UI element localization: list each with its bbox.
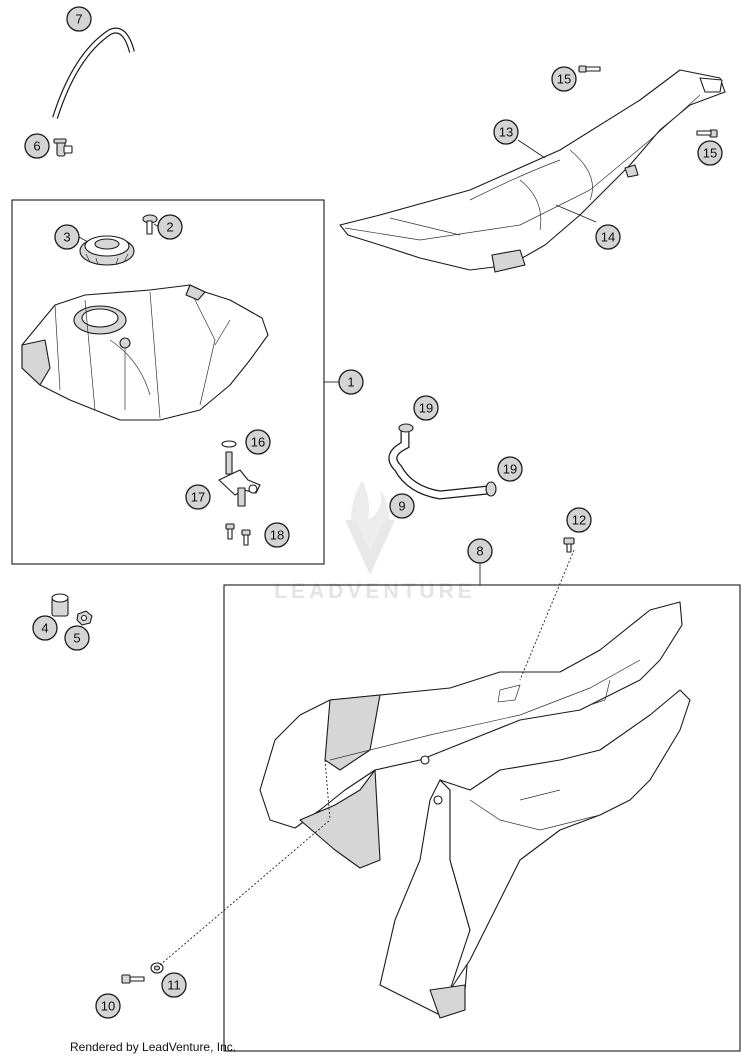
seat-bolt-part[interactable] xyxy=(696,129,718,138)
callout-3[interactable]: 3 xyxy=(54,224,80,250)
leadventure-watermark: LEADVENTURE xyxy=(274,480,476,603)
svg-text:10: 10 xyxy=(101,999,115,1014)
o-ring-part[interactable] xyxy=(221,440,237,448)
callout-2[interactable]: 2 xyxy=(157,214,183,240)
watermark-text: LEADVENTURE xyxy=(274,580,476,603)
footer-credit: Rendered by LeadVenture, Inc. xyxy=(70,1040,237,1054)
callout-16[interactable]: 16 xyxy=(245,429,271,455)
vent-hose-part[interactable] xyxy=(52,27,135,119)
callout-7[interactable]: 7 xyxy=(66,6,92,32)
svg-text:1: 1 xyxy=(347,375,354,390)
panel-screw-part[interactable] xyxy=(121,974,145,984)
callout-9[interactable]: 9 xyxy=(389,493,415,519)
svg-text:13: 13 xyxy=(499,125,513,140)
callout-4[interactable]: 4 xyxy=(32,615,58,641)
svg-text:5: 5 xyxy=(73,631,80,646)
svg-text:12: 12 xyxy=(572,513,586,528)
svg-text:8: 8 xyxy=(476,544,483,559)
panel-screw-part[interactable] xyxy=(563,537,575,553)
callout-5[interactable]: 5 xyxy=(64,625,90,651)
svg-text:19: 19 xyxy=(419,401,433,416)
side-panel-part[interactable] xyxy=(379,689,691,1019)
fuel-tank-part[interactable] xyxy=(21,284,269,421)
callout-12[interactable]: 12 xyxy=(566,507,592,533)
fuel-hose-part[interactable] xyxy=(388,425,489,500)
callout-19-right[interactable]: 19 xyxy=(497,456,523,482)
seat-part[interactable] xyxy=(339,69,726,273)
svg-text:19: 19 xyxy=(503,462,517,477)
fuel-tap-part[interactable] xyxy=(218,451,261,507)
svg-text:18: 18 xyxy=(270,528,284,543)
screws-part[interactable] xyxy=(225,523,251,546)
callout-15-top[interactable]: 15 xyxy=(551,66,577,92)
check-valve-part[interactable] xyxy=(53,138,73,157)
svg-text:15: 15 xyxy=(703,146,717,161)
callout-13[interactable]: 13 xyxy=(493,119,519,145)
svg-text:16: 16 xyxy=(251,435,265,450)
svg-text:15: 15 xyxy=(557,72,571,87)
callout-17[interactable]: 17 xyxy=(185,484,211,510)
screw-part[interactable] xyxy=(142,214,158,235)
svg-text:3: 3 xyxy=(63,230,70,245)
side-panel-group-frame xyxy=(223,584,741,1052)
callout-1[interactable]: 1 xyxy=(338,369,364,395)
washer-part[interactable] xyxy=(150,962,164,974)
svg-text:4: 4 xyxy=(41,621,48,636)
svg-text:6: 6 xyxy=(33,139,40,154)
svg-text:2: 2 xyxy=(166,220,173,235)
side-panel-part[interactable] xyxy=(259,601,683,869)
leader-lines xyxy=(78,139,597,966)
callout-18[interactable]: 18 xyxy=(264,522,290,548)
callout-19-top[interactable]: 19 xyxy=(413,395,439,421)
callout-14[interactable]: 14 xyxy=(595,224,621,250)
callout-15-right[interactable]: 15 xyxy=(697,140,723,166)
svg-text:11: 11 xyxy=(167,978,181,993)
seat-bolt-part[interactable] xyxy=(578,65,601,73)
bushing-part[interactable] xyxy=(51,593,69,617)
fuel-cap-part[interactable] xyxy=(79,235,135,266)
svg-text:14: 14 xyxy=(601,230,615,245)
svg-text:17: 17 xyxy=(191,490,205,505)
callout-10[interactable]: 10 xyxy=(95,993,121,1019)
nut-part[interactable] xyxy=(76,610,93,626)
hose-clamp-part[interactable] xyxy=(398,423,414,433)
hose-clamp-part[interactable] xyxy=(485,481,497,497)
callout-8[interactable]: 8 xyxy=(467,538,493,564)
callout-6[interactable]: 6 xyxy=(24,133,50,159)
svg-text:7: 7 xyxy=(75,12,82,27)
svg-text:9: 9 xyxy=(398,499,405,514)
callout-11[interactable]: 11 xyxy=(161,972,187,998)
